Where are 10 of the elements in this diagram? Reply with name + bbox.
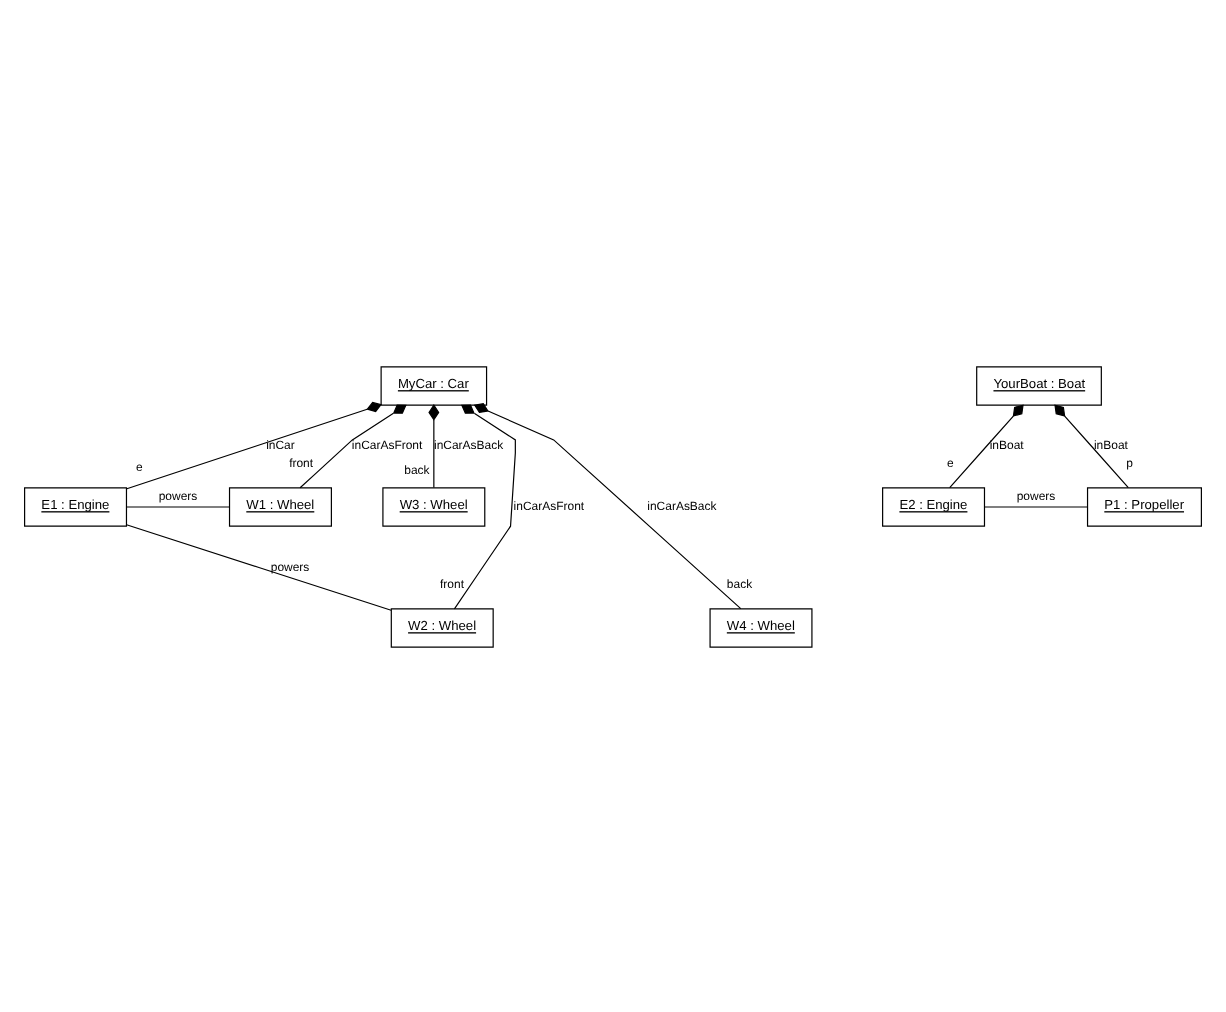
connector [126, 400, 382, 489]
connector [126, 505, 230, 507]
connector [453, 403, 516, 609]
connector [125, 523, 392, 610]
connector [299, 403, 407, 488]
connector [428, 403, 440, 488]
connector [949, 403, 1024, 488]
connector [984, 505, 1088, 507]
connector [1054, 403, 1129, 488]
connector [473, 402, 742, 609]
